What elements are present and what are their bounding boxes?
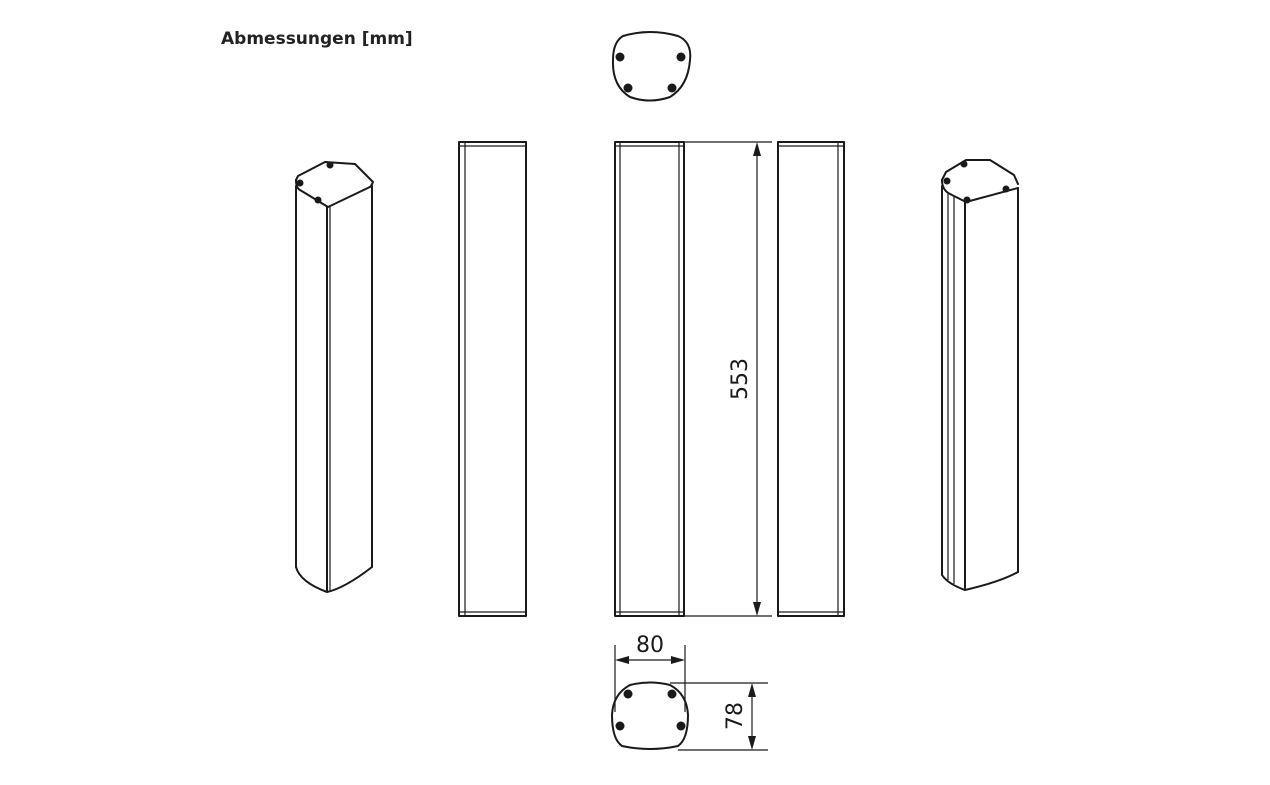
depth-dimension: 78 [670,682,768,751]
mounting-hole [943,177,951,185]
mounting-hole [296,179,304,187]
isometric-view-right [941,159,1019,591]
side-view-left [458,141,527,617]
mounting-hole [960,160,968,168]
mounting-hole [623,689,633,699]
mounting-hole [314,196,322,204]
mounting-hole [615,52,625,62]
front-view [614,141,685,617]
mounting-hole [1002,185,1010,193]
side-view-right [777,141,845,617]
mounting-hole [963,196,971,204]
mounting-hole [623,83,633,93]
mounting-hole [667,83,677,93]
depth-label: 78 [723,702,748,730]
height-dimension: 553 [684,141,772,617]
mounting-hole [667,689,677,699]
mounting-hole [326,161,334,169]
height-label: 553 [728,358,753,400]
top-view-profile [611,31,692,102]
isometric-view-left [295,161,374,593]
mounting-hole [676,52,686,62]
bottom-view-profile [611,681,689,750]
mounting-hole [676,721,686,731]
mounting-hole [615,721,625,731]
drawing-title: Abmessungen [mm] [221,29,413,49]
width-label: 80 [636,633,664,658]
width-dimension: 80 [614,633,686,712]
